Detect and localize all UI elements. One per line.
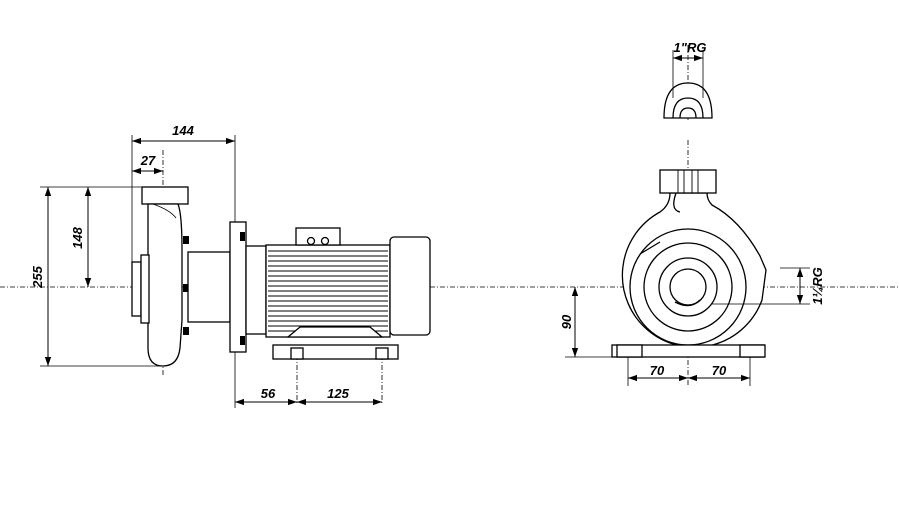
dimension-lines xyxy=(40,50,810,408)
dimension-labels: 144 27 255 148 56 125 90 70 70 1¼RG 1"RG xyxy=(30,40,825,401)
dim-suction-flange: 27 xyxy=(140,153,156,168)
dim-discharge-height: 148 xyxy=(70,226,85,248)
dim-shaft-height: 90 xyxy=(559,314,574,329)
dim-foot-left: 70 xyxy=(650,363,665,378)
dim-overall-height: 255 xyxy=(30,265,45,288)
dim-thread-side: 1¼RG xyxy=(810,267,825,305)
dim-suction-offset: 144 xyxy=(172,123,194,138)
side-view-motor xyxy=(265,227,431,360)
side-view-pump-head xyxy=(131,186,267,367)
dim-foot-spacing: 125 xyxy=(327,386,349,401)
dim-foot-front: 56 xyxy=(261,386,276,401)
cooling-fins xyxy=(268,250,388,332)
front-view-pump xyxy=(611,169,767,358)
dim-foot-right: 70 xyxy=(712,363,727,378)
top-view-thread xyxy=(663,82,713,119)
dim-thread-top: 1"RG xyxy=(674,40,707,55)
